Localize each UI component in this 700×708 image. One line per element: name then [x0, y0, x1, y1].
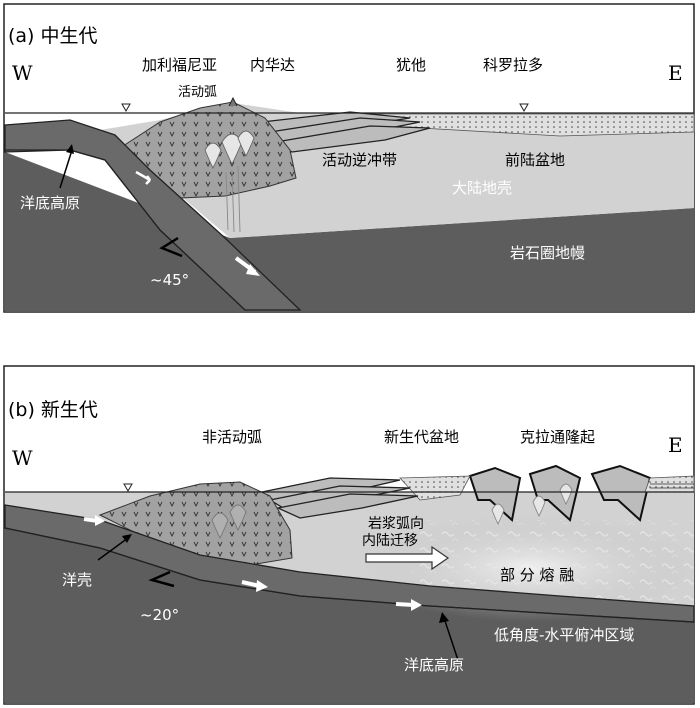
- label-migration-line2: 内陆迁移: [362, 533, 418, 549]
- magma-plumes-b: [491, 483, 573, 526]
- panel-b: (b) 新生代 W E 非活动弧 新生代盆地 克拉通隆起 岩浆弧向 内陆迁移 部…: [3, 365, 700, 705]
- label-angle-b: ~20°: [140, 606, 179, 624]
- panel-a: (a) 中生代 W E 加利福尼亚 内华达 犹他 科罗拉多 活动弧 活动逆冲带 …: [3, 3, 695, 313]
- angle-mark-icon: [159, 236, 183, 258]
- label-migration-line1: 岩浆弧向: [368, 516, 424, 532]
- thrust-sheets-a: [260, 111, 431, 153]
- label-oceanic-plateau-b: 洋底高原: [404, 656, 464, 674]
- craton-uplift-blocks: [468, 464, 652, 522]
- label-foreland-basin: 前陆盆地: [505, 151, 565, 169]
- label-oceanic-crust: 洋壳: [62, 571, 92, 589]
- label-nevada: 内华达: [250, 56, 295, 74]
- label-thrust-belt: 活动逆冲带: [322, 151, 397, 169]
- label-partial-melting: 部 分 熔 融: [500, 566, 574, 584]
- label-craton-uplift: 克拉通隆起: [520, 428, 595, 446]
- label-colorado: 科罗拉多: [483, 56, 543, 74]
- label-inactive-arc: 非活动弧: [202, 428, 262, 446]
- label-lithospheric-mantle: 岩石圈地幔: [510, 244, 585, 262]
- west-label: W: [12, 61, 33, 85]
- sea-level-marker-icon: [121, 103, 131, 113]
- sea-level-marker-icon: [519, 103, 529, 113]
- pointer-arrow-icon: [443, 617, 459, 661]
- panel-a-title: (a) 中生代: [8, 25, 98, 47]
- magma-plumes-a: [204, 130, 255, 233]
- pointer-arrow-icon: [59, 149, 73, 189]
- angle-mark-icon: [148, 570, 175, 588]
- label-flat-slab: 低角度-水平俯冲区域: [494, 626, 634, 644]
- east-label: E: [668, 433, 683, 457]
- panel-b-title: (b) 新生代: [8, 399, 98, 421]
- label-utah: 犹他: [396, 56, 426, 74]
- label-cenozoic-basin: 新生代盆地: [384, 428, 459, 446]
- label-angle-a: ~45°: [150, 271, 189, 289]
- sea-level-marker-icon: [123, 483, 133, 493]
- migration-arrow-icon: [365, 545, 450, 571]
- label-california: 加利福尼亚: [142, 56, 217, 74]
- label-oceanic-plateau: 洋底高原: [20, 194, 80, 212]
- label-active-arc: 活动弧: [178, 85, 217, 100]
- label-continental-crust: 大陆地壳: [452, 179, 512, 197]
- motion-arrow-icon: [135, 170, 151, 185]
- east-label: E: [668, 61, 683, 85]
- west-label: W: [12, 446, 33, 470]
- pointer-arrow-icon: [97, 537, 129, 561]
